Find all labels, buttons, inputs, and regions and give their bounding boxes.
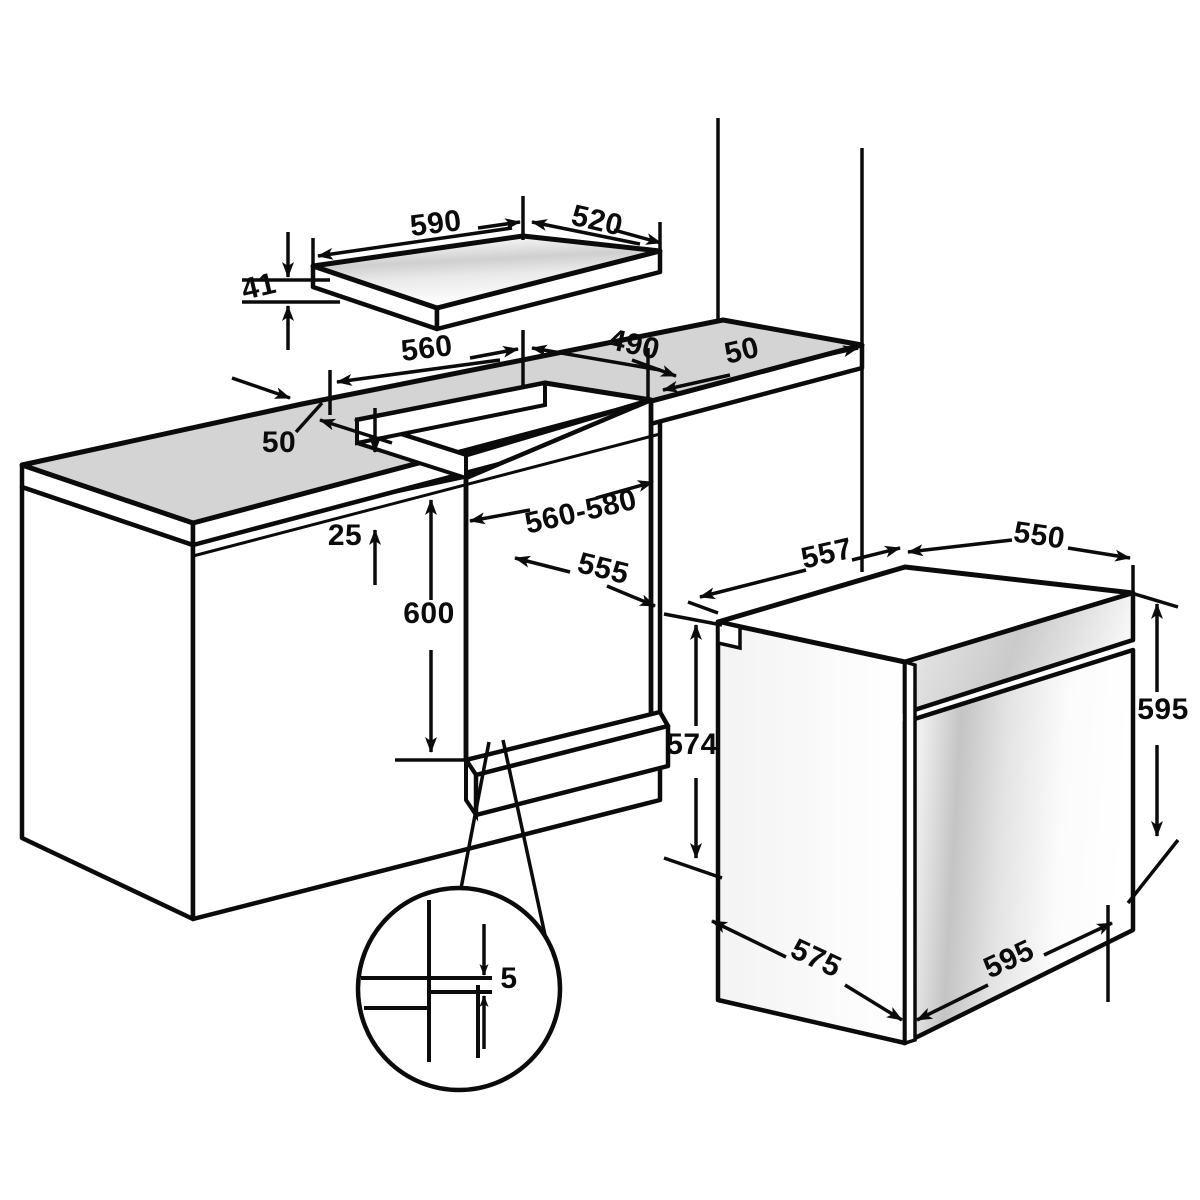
drawing-body: 590 520 41 560 490 50 50 25 560-580 555 … xyxy=(19,118,1189,1093)
dim-520-right xyxy=(613,228,662,245)
cabinet-left-end xyxy=(19,484,196,922)
detail-circle xyxy=(355,885,563,1093)
dim-595w-right xyxy=(1043,921,1113,957)
label-countertop-edge-left: 50 xyxy=(262,426,296,459)
label-oven-body-width: 550 xyxy=(1011,516,1067,556)
dim-557-left xyxy=(699,568,807,600)
detail-callout xyxy=(355,739,563,1093)
dim-560-right xyxy=(469,345,519,360)
dim-520-left xyxy=(531,219,641,246)
label-cutout-width: 560 xyxy=(399,329,454,368)
dim-50r-right xyxy=(789,345,859,365)
label-countertop-edge-right: 50 xyxy=(721,331,762,371)
label-cooktop-width: 590 xyxy=(408,204,463,243)
oven-door xyxy=(902,647,1136,1046)
label-oven-body-depth: 557 xyxy=(798,532,856,576)
label-niche-height: 600 xyxy=(403,597,455,630)
countertop-cabinet-assembly xyxy=(19,317,865,922)
label-front-offset: 25 xyxy=(328,519,362,552)
dim-595w-left xyxy=(916,983,989,1022)
label-detail-gap: 5 xyxy=(500,962,517,995)
cutout-inner-back xyxy=(355,380,547,446)
ext-595h-top xyxy=(1127,590,1179,609)
detail-leader-right xyxy=(501,739,547,936)
dim-550-left xyxy=(907,538,1013,557)
oven-left-side xyxy=(715,619,908,1046)
dim-575-right xyxy=(844,983,903,1022)
label-cooktop-depth: 520 xyxy=(568,199,626,243)
dim-490-right xyxy=(631,358,677,378)
oven-assembly xyxy=(715,564,1136,1046)
ext-574-bottom xyxy=(663,856,723,880)
label-oven-body-height: 574 xyxy=(666,728,718,761)
worktop-underline xyxy=(192,432,661,558)
ext-557-left xyxy=(687,600,719,615)
ext-595h-bottom xyxy=(1126,838,1180,905)
dim-590-left xyxy=(317,226,513,260)
detail-circle-contents xyxy=(361,900,492,1062)
dim-557-right xyxy=(851,545,901,562)
label-cooktop-height: 41 xyxy=(238,267,279,307)
dim-550-right xyxy=(1067,546,1131,562)
dimension-network xyxy=(231,118,1180,1022)
dim-nw-left xyxy=(469,508,531,525)
dim-nw-right xyxy=(595,480,654,500)
ext-574-top xyxy=(663,612,723,627)
dim-490-left xyxy=(531,344,661,372)
dim-50r-left xyxy=(662,373,731,393)
dim-560-left xyxy=(336,358,501,386)
dim-555-right xyxy=(606,584,656,608)
ext-600-top xyxy=(394,474,471,494)
dim-575-left xyxy=(711,919,787,959)
cooktop-assembly xyxy=(310,233,663,332)
oven-front-edge-strip xyxy=(903,659,917,1046)
label-oven-front-height: 595 xyxy=(1137,693,1189,726)
dim-590-right xyxy=(477,218,521,231)
dim-50l-arrow-in xyxy=(231,376,291,400)
oven-mounting-tab xyxy=(716,619,742,651)
leader-50-left xyxy=(294,401,324,434)
dim-555-left xyxy=(514,555,571,574)
